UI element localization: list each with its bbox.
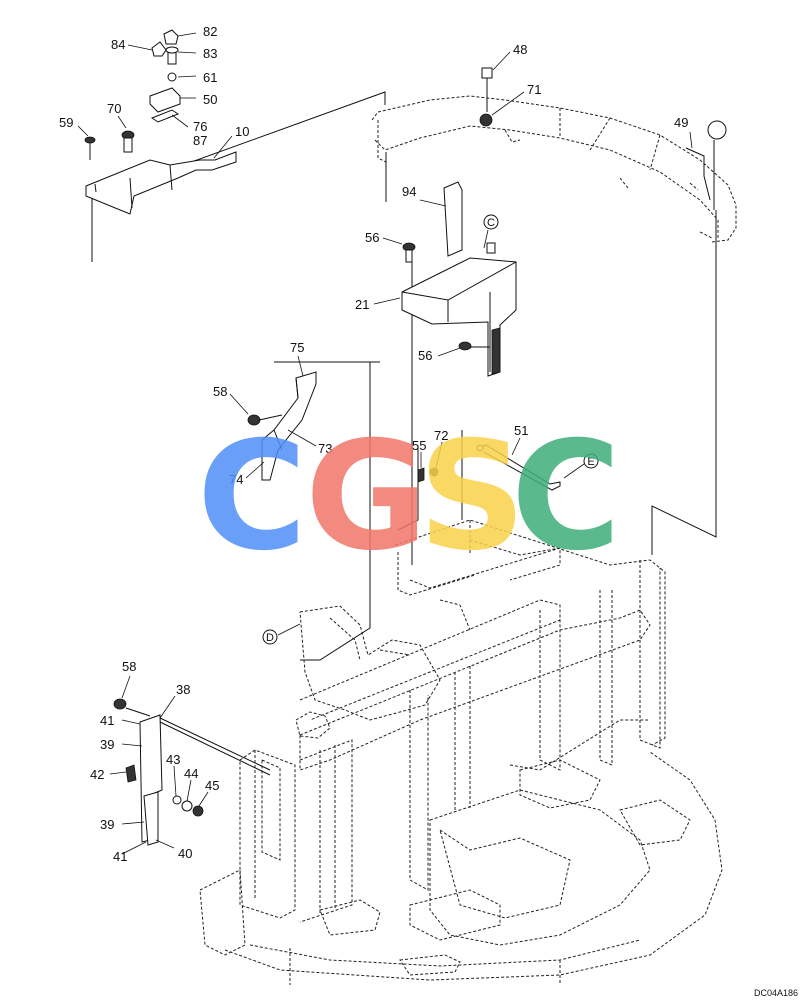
nut-72-icon — [429, 467, 439, 477]
nut-71-icon — [479, 113, 493, 127]
part-label-41-lower: 41 — [113, 849, 127, 864]
plate-76-icon — [150, 109, 180, 123]
part-label-70: 70 — [107, 101, 121, 116]
part-label-21: 21 — [355, 297, 369, 312]
ref-circle-e — [583, 453, 599, 469]
watermark-letter-c2: C — [511, 410, 621, 584]
ref-letter-c: C — [487, 217, 495, 229]
part-label-51: 51 — [514, 423, 528, 438]
bolt-83-icon — [165, 46, 179, 54]
rod-51 — [417, 444, 561, 491]
hinge-50-icon — [149, 87, 181, 113]
part-label-58-lower: 58 — [122, 659, 136, 674]
clip-55-icon — [417, 467, 425, 483]
part-label-84: 84 — [111, 37, 125, 52]
part-label-87: 87 — [193, 133, 207, 148]
bolt-58-lower-icon — [113, 698, 127, 710]
part-label-56-top: 56 — [365, 230, 379, 245]
part-label-49: 49 — [674, 115, 688, 130]
part-label-72: 72 — [434, 428, 448, 443]
bracket-73 — [247, 371, 317, 481]
part-label-58-upper: 58 — [213, 384, 227, 399]
watermark-letter-g: G — [305, 410, 428, 584]
machine-frame-outline — [199, 95, 737, 985]
part-label-48: 48 — [513, 42, 527, 57]
bolt-48-icon — [481, 67, 493, 79]
ref-letter-d: D — [266, 632, 274, 644]
knob-49-icon — [707, 120, 727, 140]
part-label-83: 83 — [203, 46, 217, 61]
part-label-43: 43 — [166, 752, 180, 767]
part-label-39-lower: 39 — [100, 817, 114, 832]
ref-circle-d — [262, 629, 278, 645]
part-label-39-upper: 39 — [100, 737, 114, 752]
part-number-labels: 84 82 83 61 50 76 87 59 70 10 48 71 49 9… — [59, 24, 688, 864]
part-label-73: 73 — [318, 441, 332, 456]
part-label-82: 82 — [203, 24, 217, 39]
ref-circle-c — [483, 214, 499, 230]
part-label-56-lower: 56 — [418, 348, 432, 363]
part-label-61: 61 — [203, 70, 217, 85]
nut-45-icon — [192, 805, 204, 817]
reference-letters: C D E — [262, 214, 599, 645]
top-right-fasteners — [479, 67, 727, 210]
plug-84-icon — [151, 41, 167, 57]
part-label-94: 94 — [402, 184, 416, 199]
part-label-40: 40 — [178, 846, 192, 861]
plate-94-icon — [443, 181, 463, 257]
leader-lines — [77, 32, 693, 855]
part-label-44: 44 — [184, 766, 198, 781]
watermark-letter-c1: C — [197, 410, 307, 584]
drawing-code: DC04A186 — [754, 988, 798, 998]
washer-43-icon — [172, 795, 182, 805]
cgsc-watermark: C G S C — [197, 410, 621, 584]
part-label-76: 76 — [193, 119, 207, 134]
part-label-74: 74 — [229, 472, 243, 487]
part-label-10: 10 — [235, 124, 249, 139]
washer-44-icon — [181, 800, 193, 812]
part-label-55: 55 — [412, 438, 426, 453]
part-label-75: 75 — [290, 340, 304, 355]
part-label-45: 45 — [205, 778, 219, 793]
part-label-41-upper: 41 — [100, 713, 114, 728]
bolt-56-lower-icon — [458, 341, 472, 351]
watermark-letter-s: S — [418, 410, 526, 584]
part-label-50: 50 — [203, 92, 217, 107]
bolt-59-icon — [84, 136, 96, 144]
ref-letter-e: E — [587, 456, 594, 468]
lower-left-bracket — [113, 698, 271, 846]
part-label-59: 59 — [59, 115, 73, 130]
part-label-38: 38 — [176, 682, 190, 697]
part-label-42: 42 — [90, 767, 104, 782]
cap-82-icon — [163, 29, 179, 45]
bracket-assembly-10 — [84, 29, 237, 215]
washer-61-icon — [167, 72, 177, 82]
box-bracket-21 — [401, 181, 517, 377]
plate-42-icon — [125, 764, 137, 783]
assembly-boundary-lines — [91, 91, 717, 661]
part-label-71: 71 — [527, 82, 541, 97]
